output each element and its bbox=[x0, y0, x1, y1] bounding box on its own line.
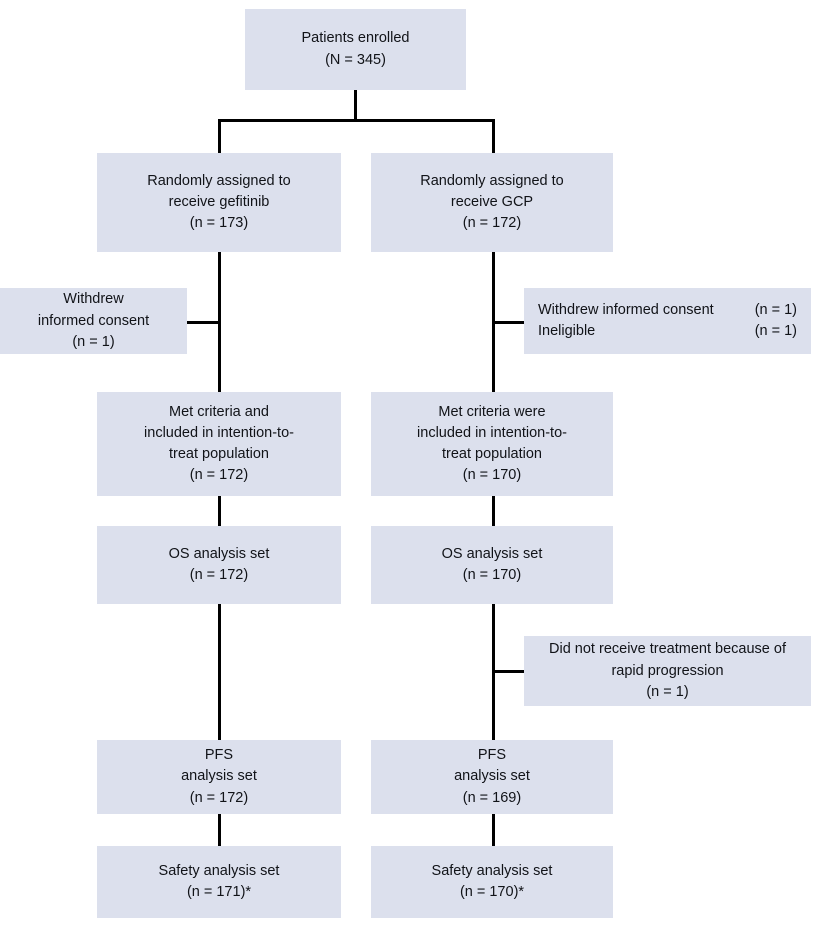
node-patients-enrolled: Patients enrolled (N = 345) bbox=[245, 9, 466, 90]
connector-randomization-split bbox=[218, 119, 495, 122]
node-line: (n = 1) bbox=[72, 333, 115, 350]
node-itt-gefitinib: Met criteria and included in intention-t… bbox=[97, 392, 341, 496]
connector-gefitinib-exclusion bbox=[186, 321, 220, 324]
node-excluded-gcp: Withdrew informed consent (n = 1) Inelig… bbox=[524, 288, 811, 354]
connector-gefitinib-pfs-to-safety bbox=[218, 814, 221, 846]
node-line: Met criteria and bbox=[169, 403, 269, 420]
node-line: analysis set bbox=[454, 768, 530, 785]
node-itt-gcp: Met criteria were included in intention-… bbox=[371, 392, 613, 496]
node-line: treat population bbox=[442, 446, 542, 462]
node-randomly-assigned-gcp: Randomly assigned to receive GCP (n = 17… bbox=[371, 153, 613, 252]
connector-gcp-pfs-to-safety bbox=[492, 814, 495, 846]
node-line: (n = 173) bbox=[189, 215, 249, 231]
node-line: PFS bbox=[204, 747, 234, 764]
connector-enrolled-down bbox=[354, 90, 357, 122]
connector-gcp-itt-to-os bbox=[492, 496, 495, 526]
node-line: Safety analysis set bbox=[431, 862, 553, 879]
connector-gefitinib-itt-to-os bbox=[218, 496, 221, 526]
node-no-treatment-gcp: Did not receive treatment because of rap… bbox=[524, 636, 811, 706]
node-line: rapid progression bbox=[611, 662, 724, 679]
exclusion-row: Ineligible (n = 1) bbox=[538, 321, 797, 342]
node-line: informed consent bbox=[37, 312, 150, 329]
node-pfs-analysis-gcp: PFS analysis set (n = 169) bbox=[371, 740, 613, 814]
connector-gefitinib-os-to-pfs bbox=[218, 604, 221, 740]
node-line: PFS bbox=[477, 747, 507, 764]
node-line: Did not receive treatment because of bbox=[549, 641, 786, 658]
node-line: (n = 172) bbox=[189, 789, 249, 806]
node-line: (n = 172) bbox=[462, 215, 522, 231]
node-line: (n = 172) bbox=[189, 567, 249, 583]
node-line: receive GCP bbox=[450, 193, 534, 210]
node-line: Met criteria were bbox=[438, 403, 546, 420]
node-line: Safety analysis set bbox=[158, 862, 280, 879]
node-safety-analysis-gefitinib: Safety analysis set (n = 171)* bbox=[97, 846, 341, 918]
node-line: included in intention-to- bbox=[144, 424, 294, 441]
node-excluded-gefitinib: Withdrew informed consent (n = 1) bbox=[0, 288, 187, 354]
node-line: Patients enrolled bbox=[301, 30, 410, 47]
node-os-analysis-gcp: OS analysis set (n = 170) bbox=[371, 526, 613, 604]
node-safety-analysis-gcp: Safety analysis set (n = 170)* bbox=[371, 846, 613, 918]
node-os-analysis-gefitinib: OS analysis set (n = 172) bbox=[97, 526, 341, 604]
node-pfs-analysis-gefitinib: PFS analysis set (n = 172) bbox=[97, 740, 341, 814]
node-line: (N = 345) bbox=[325, 51, 386, 68]
connector-gcp-exclusion bbox=[492, 321, 525, 324]
node-line: analysis set bbox=[181, 768, 257, 785]
node-randomly-assigned-gefitinib: Randomly assigned to receive gefitinib (… bbox=[97, 153, 341, 252]
connector-gcp-no-treatment bbox=[492, 670, 525, 673]
node-line: treat population bbox=[169, 446, 269, 462]
node-line: Randomly assigned to bbox=[420, 172, 564, 189]
exclusion-row: Withdrew informed consent (n = 1) bbox=[538, 300, 797, 321]
node-line: OS analysis set bbox=[168, 545, 270, 562]
node-line: (n = 170) bbox=[462, 467, 522, 484]
exclusion-label: Withdrew informed consent bbox=[538, 301, 714, 318]
node-line: (n = 170) bbox=[462, 567, 522, 583]
exclusion-count: (n = 1) bbox=[754, 301, 797, 318]
exclusion-label: Ineligible bbox=[538, 323, 596, 339]
node-line: receive gefitinib bbox=[168, 193, 270, 210]
node-line: (n = 170)* bbox=[459, 884, 525, 900]
node-line: Randomly assigned to bbox=[147, 172, 291, 189]
connector-split-to-gcp bbox=[492, 119, 495, 155]
node-line: OS analysis set bbox=[441, 545, 543, 562]
node-line: (n = 171)* bbox=[186, 884, 252, 900]
exclusion-count: (n = 1) bbox=[754, 323, 797, 339]
node-line: included in intention-to- bbox=[417, 424, 567, 441]
connector-split-to-gefitinib bbox=[218, 119, 221, 155]
node-line: (n = 1) bbox=[646, 683, 689, 700]
node-line: (n = 169) bbox=[462, 789, 522, 806]
node-line: (n = 172) bbox=[189, 467, 249, 484]
node-line: Withdrew bbox=[63, 291, 124, 308]
